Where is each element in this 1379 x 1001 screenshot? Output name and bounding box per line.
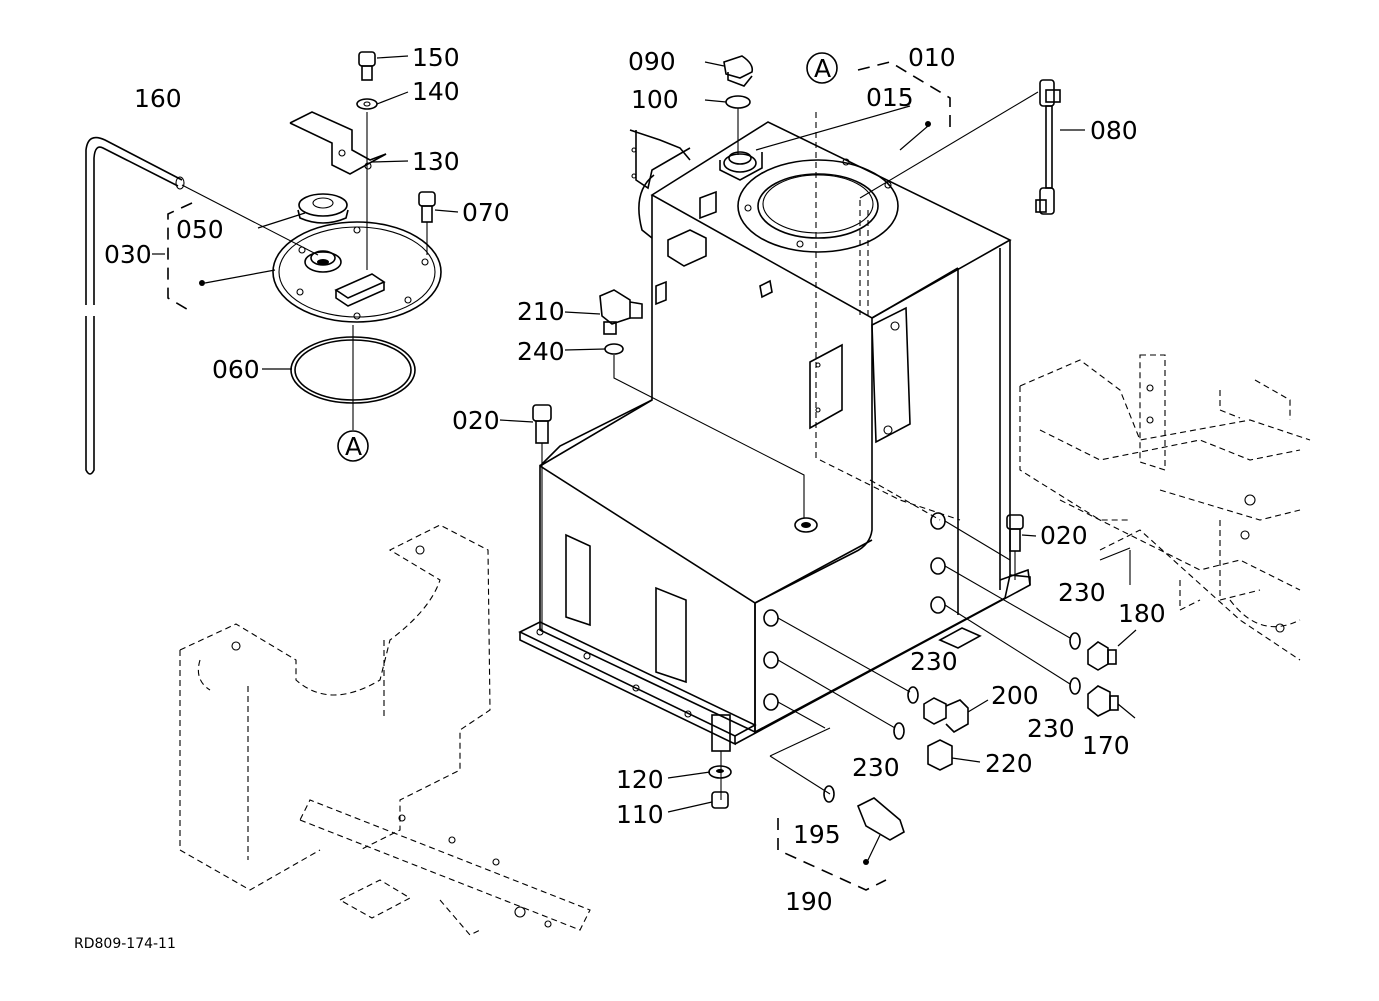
part-label-200: 200 [991, 681, 1039, 710]
hydraulic-tank-010 [518, 61, 1031, 752]
part-label-240: 240 [517, 337, 565, 366]
part-label-220: 220 [985, 749, 1033, 778]
plug-020-left [532, 404, 552, 632]
part-label-015: 015 [866, 83, 914, 112]
part-label-170: 170 [1082, 731, 1130, 760]
view-marker-top: A [814, 54, 831, 83]
part-label-020-right: 020 [1040, 521, 1088, 550]
part-label-080: 080 [1090, 116, 1138, 145]
part-label-230-b: 230 [910, 647, 958, 676]
leader-lines [152, 55, 1137, 813]
view-marker-bottom: A [345, 432, 362, 461]
part-label-180: 180 [1118, 599, 1166, 628]
frame-right [1019, 354, 1311, 661]
plug-020-right [1006, 514, 1024, 580]
part-label-195: 195 [793, 820, 841, 849]
part-label-130: 130 [412, 147, 460, 176]
part-label-060: 060 [212, 355, 260, 384]
level-gauge-080 [859, 79, 1061, 215]
drain-plug-110 [708, 751, 732, 809]
tank-cap-090 [723, 55, 754, 155]
part-label-030: 030 [104, 240, 152, 269]
part-label-190: 190 [785, 887, 833, 916]
part-label-020-left: 020 [452, 406, 500, 435]
part-number-labels: 150 140 160 130 070 050 030 060 090 100 … [104, 43, 1166, 916]
port-fittings [769, 520, 1119, 891]
part-label-210: 210 [517, 297, 565, 326]
part-label-090: 090 [628, 47, 676, 76]
frame-left [179, 524, 591, 936]
part-label-110: 110 [616, 800, 664, 829]
drawing-code: RD809-174-11 [74, 936, 176, 952]
part-label-140: 140 [412, 77, 460, 106]
part-label-100: 100 [631, 85, 679, 114]
elbow-fitting-210 [599, 289, 805, 518]
part-label-160: 160 [134, 84, 182, 113]
part-label-150: 150 [412, 43, 460, 72]
part-label-230-a: 230 [1058, 578, 1106, 607]
part-label-010: 010 [908, 43, 956, 72]
view-marker-top-circle [806, 52, 838, 84]
filler-cap-assembly [167, 51, 442, 462]
part-label-230-c: 230 [1027, 714, 1075, 743]
part-label-050: 050 [176, 215, 224, 244]
part-label-230-d: 230 [852, 753, 900, 782]
part-label-120: 120 [616, 765, 664, 794]
part-label-070: 070 [462, 198, 510, 227]
hose-160 [85, 136, 185, 475]
